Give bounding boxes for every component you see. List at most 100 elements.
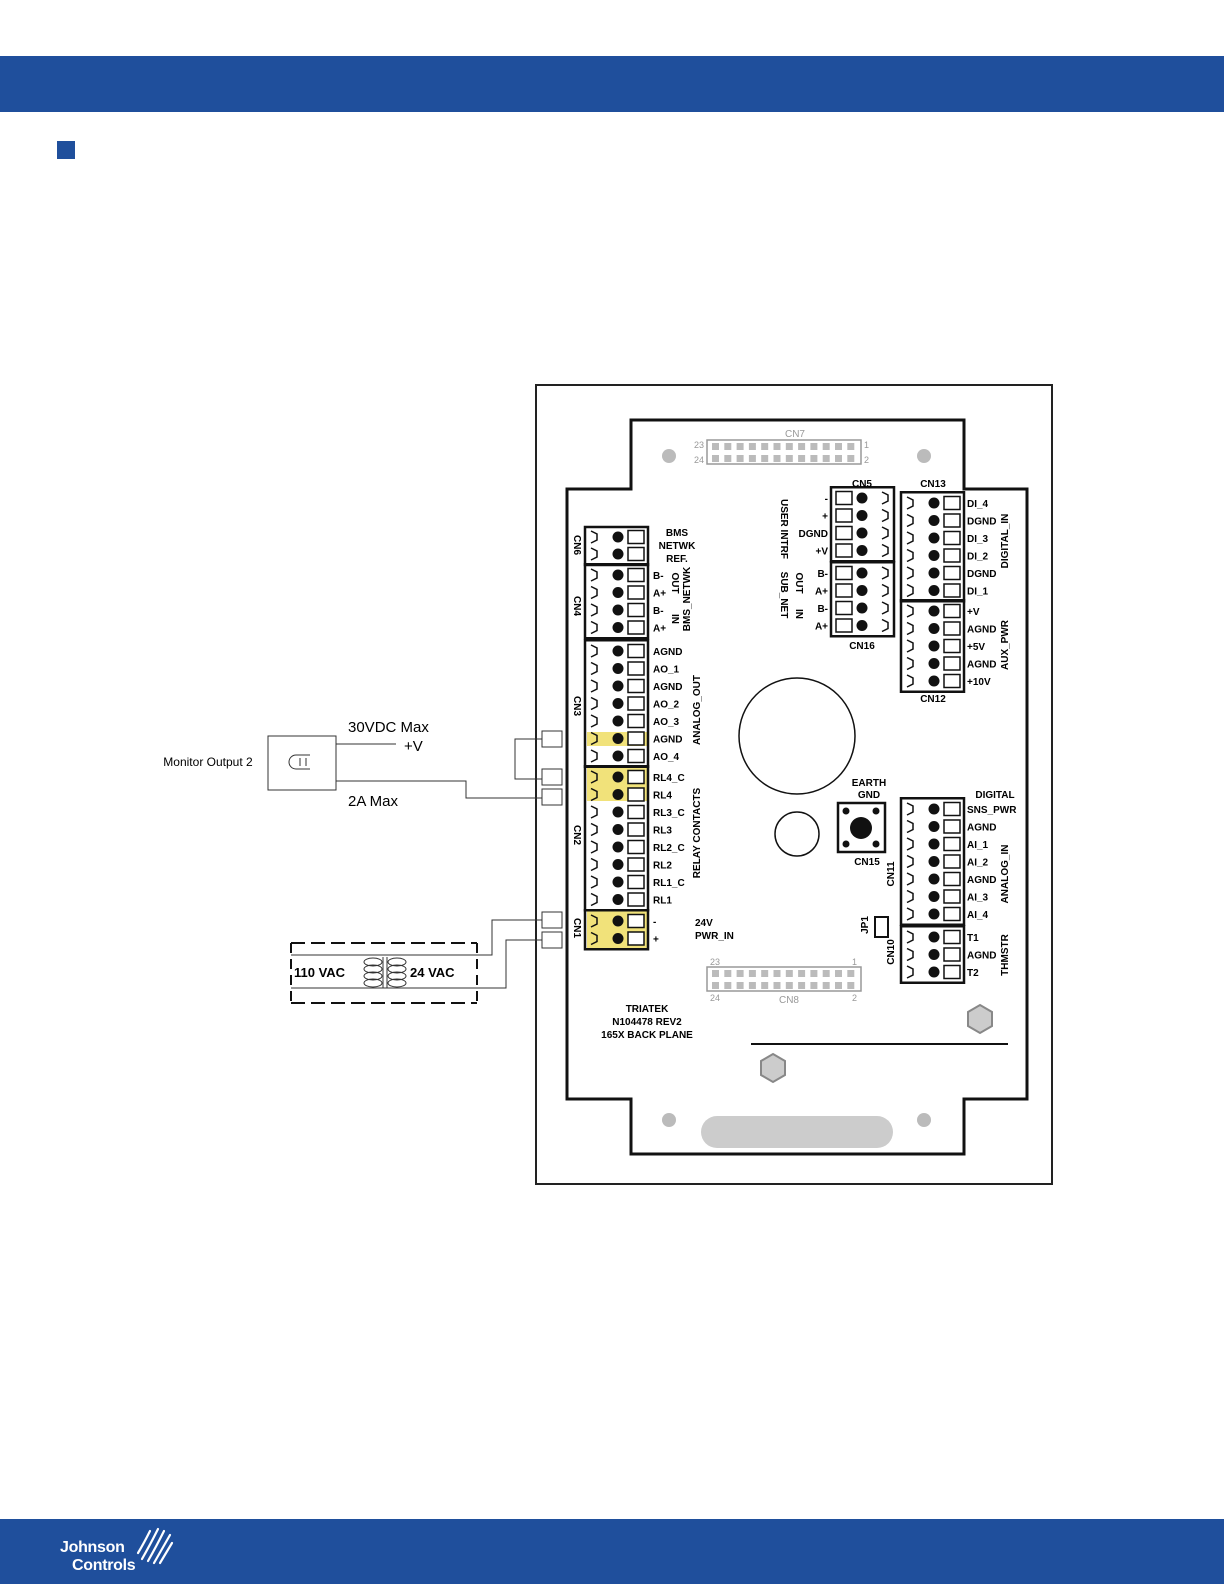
monitor-voltage-label: 30VDC Max (348, 719, 429, 736)
cn12-screw-icon (928, 658, 940, 669)
cn11-block-frame (899, 797, 966, 926)
wire-terminal (541, 931, 563, 949)
cn11-screw-icon (928, 856, 940, 867)
cn11-screw-tab (906, 854, 914, 869)
cn12-pin-label: +V (967, 607, 980, 618)
cn5-label: CN5 (852, 479, 872, 490)
cn8-pin-number: 24 (710, 993, 720, 1003)
header-pin (822, 455, 830, 462)
header-pin (712, 455, 719, 462)
cn3-label: CN3 (571, 696, 582, 716)
cn2-pin-label: RL2_C (653, 843, 685, 854)
header-pin (748, 455, 756, 462)
header-pin (798, 455, 806, 462)
cn12-screw-tab (906, 674, 914, 688)
header-pin (761, 970, 769, 977)
cn11-screw-icon (928, 821, 940, 832)
cn5-title: USER INTRF (778, 499, 789, 559)
cn13-screw-icon (928, 567, 940, 579)
header-pin (724, 970, 732, 977)
cn16-label: CN16 (849, 641, 875, 652)
cn13-pin-socket (943, 513, 961, 528)
header-pin (810, 455, 818, 462)
wire-terminal (541, 788, 563, 806)
standoff-hex-icon (760, 1052, 786, 1084)
cn1-screw-icon (612, 915, 624, 927)
cn4-pin-label: B- (653, 571, 664, 582)
cn13-screw-tab (906, 566, 914, 580)
monitor-output-device: Monitor Output 2 30VDC Max +V 2A Max (163, 719, 429, 810)
cn11-pin-label: AI_2 (967, 858, 989, 869)
cn13-screw-tab (906, 531, 914, 545)
cn3-screw-icon (612, 645, 624, 657)
johnson-controls-logo: Johnson Controls (58, 1525, 198, 1579)
cn1-text-24v: 24V (695, 918, 713, 929)
cn5-pin-socket (835, 525, 853, 541)
cn4-pin-socket (627, 602, 645, 618)
cn6-label: CN6 (571, 535, 582, 555)
cn11-screw-icon (928, 838, 940, 850)
cn15-text-gnd: GND (858, 790, 880, 801)
cn4-title: BMS_NETWK (682, 566, 693, 631)
cn16-screw-tab (881, 566, 889, 580)
board-name: TRIATEK (626, 1004, 669, 1015)
cn2-pin-label: RL1_C (653, 878, 685, 889)
cn2-label: CN2 (571, 825, 582, 845)
cn16-pin-socket (835, 583, 853, 598)
cn7-label: CN7 (785, 429, 805, 440)
cn2-pin-label: RL4 (653, 791, 672, 802)
cn11-screw-icon (928, 891, 940, 902)
cn7-pin-number: 23 (694, 440, 704, 450)
header-pin (847, 455, 855, 462)
cn12-screw-icon (928, 605, 940, 617)
cn13-pin-socket (943, 583, 961, 598)
cn8-pin-number: 2 (852, 993, 857, 1003)
cn5-screw-icon (856, 527, 868, 539)
cn3-screw-tab (590, 644, 598, 658)
cn2-pin-label: RL3 (653, 826, 672, 837)
cn13-screw-icon (928, 515, 940, 526)
cn3-pin-label: AO_3 (653, 717, 680, 728)
cn10-screw-tab (906, 965, 914, 979)
cn4-screw-tab (590, 603, 598, 617)
cn4-screw-tab (590, 585, 598, 600)
header-pin (835, 443, 842, 450)
cn16-screw-icon (856, 567, 868, 579)
header-pin (822, 982, 830, 989)
cn3-screw-tab (590, 731, 598, 746)
cn1-pin-socket (627, 913, 645, 929)
cn6-pin-socket (627, 529, 645, 545)
cn10-title: THMSTR (1000, 933, 1011, 975)
cn16-pin-label: A+ (815, 622, 828, 633)
cn11-pin-socket (943, 871, 961, 887)
cn4-in-label: IN (669, 614, 680, 624)
cn3-screw-icon (612, 750, 624, 762)
cn2-screw-icon (612, 876, 624, 888)
cn3-pin-socket (627, 713, 645, 729)
cn12-screw-tab (906, 604, 914, 618)
cn2-screw-tab (590, 805, 598, 819)
cn5-screw-icon (856, 510, 868, 521)
cn13-label: CN13 (920, 479, 946, 490)
cn2-pin-socket (627, 839, 645, 855)
cn2-screw-tab (590, 840, 598, 854)
cn10-screw-icon (928, 949, 940, 960)
cn13-pin-socket (943, 548, 961, 563)
cn13-pin-label: DI_1 (967, 587, 989, 598)
cn1-label: CN1 (571, 918, 582, 938)
cn3-screw-icon (612, 715, 624, 727)
cn7-pin-number: 24 (694, 455, 704, 465)
jp1-label: JP1 (860, 916, 871, 934)
mounting-hole-icon (917, 1113, 931, 1127)
cn3-pin-socket (627, 643, 645, 659)
cn16-screw-icon (856, 620, 868, 631)
cn1-pin-socket (627, 931, 645, 946)
cn5-pin-socket (835, 543, 853, 558)
cn2-screw-icon (612, 824, 624, 835)
cn13-screw-tab (906, 496, 914, 510)
cn5-screw-tab (881, 508, 889, 523)
cn1-pin-label: + (653, 935, 659, 946)
cn11-pin-label: SNS_PWR (967, 805, 1017, 816)
cn6-text-bms: BMS (666, 528, 689, 539)
cn2-pin-socket (627, 857, 645, 872)
